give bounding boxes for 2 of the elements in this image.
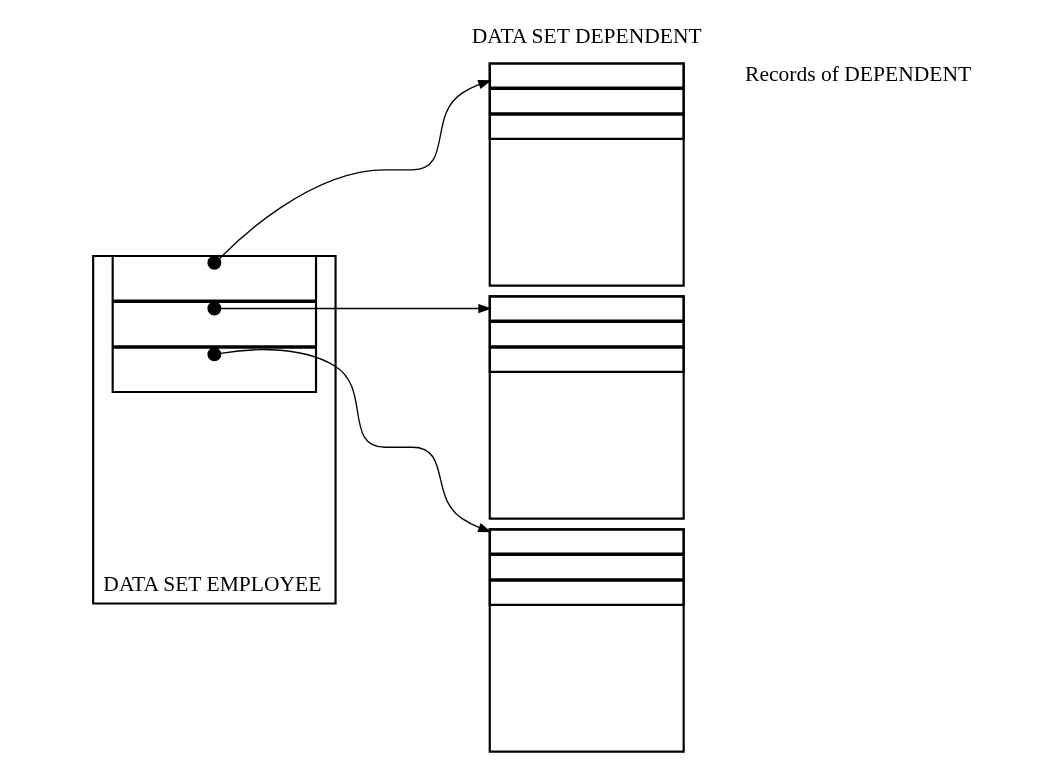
label: DATA SET DEPENDENT bbox=[471, 23, 702, 48]
node-label: Records of DEPENDENT bbox=[745, 61, 972, 86]
